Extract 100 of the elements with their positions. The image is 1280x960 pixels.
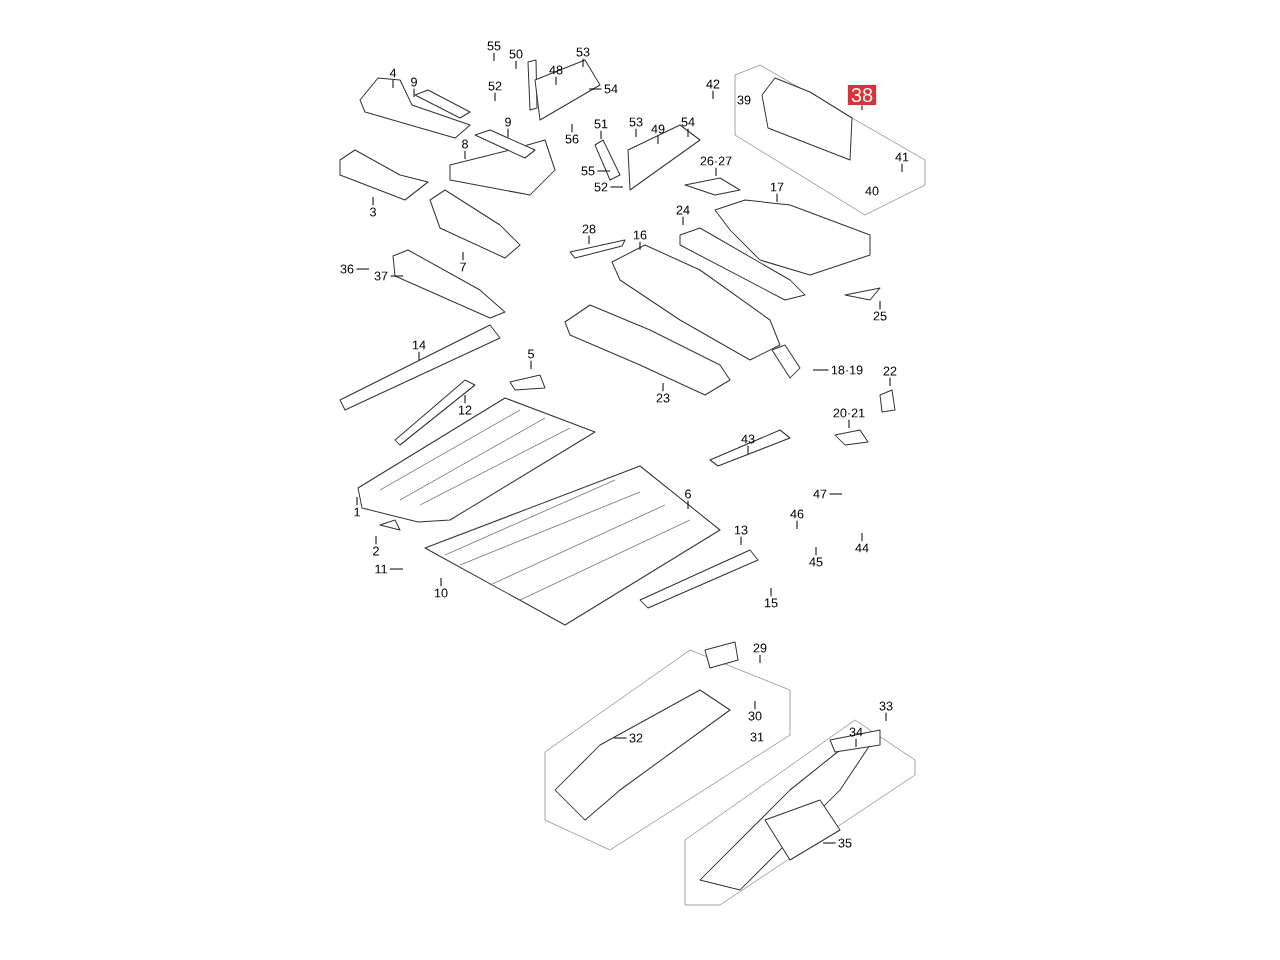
- callout-number: 6: [685, 489, 691, 499]
- callout-number: 25: [873, 311, 887, 321]
- leader-line: [372, 196, 374, 206]
- callout-number: 31: [750, 732, 764, 742]
- leader-line: [613, 737, 628, 739]
- callout-number: 37: [374, 271, 388, 281]
- callout-number: 41: [895, 152, 909, 162]
- callout-number: 49: [651, 124, 665, 134]
- callout-number: 46: [790, 509, 804, 519]
- leader-line: [828, 493, 843, 495]
- leader-line: [600, 130, 602, 140]
- callout-number: 33: [879, 701, 893, 711]
- leader-line: [822, 842, 837, 844]
- leader-line: [770, 587, 772, 597]
- leader-line: [682, 216, 684, 226]
- leader-line: [530, 360, 532, 370]
- leader-line: [889, 377, 891, 387]
- callout-number: 17: [770, 182, 784, 192]
- leader-line: [596, 170, 611, 172]
- leader-line: [392, 79, 394, 89]
- leader-line: [464, 394, 466, 404]
- callout-number: 52: [594, 182, 608, 192]
- highlighted-callout-number: 38: [847, 84, 877, 106]
- callout-number: 40: [865, 186, 879, 196]
- leader-line: [440, 577, 442, 587]
- callout-number: 10: [434, 588, 448, 598]
- callout-number: 12: [458, 405, 472, 415]
- callout-number: 9: [411, 77, 417, 87]
- callout-number: 16: [633, 230, 647, 240]
- callout-number: 47: [813, 489, 827, 499]
- callout-number: 56: [565, 134, 579, 144]
- leader-line: [855, 738, 857, 748]
- callout-number: 1: [354, 507, 360, 517]
- callout-number: 24: [676, 205, 690, 215]
- leader-line: [375, 535, 377, 545]
- callout-number: 54: [681, 117, 695, 127]
- leader-line: [462, 251, 464, 261]
- leader-line: [418, 351, 420, 361]
- callout-number: 13: [734, 525, 748, 535]
- callout-number: 53: [629, 117, 643, 127]
- leader-line: [515, 60, 517, 70]
- callout-number: 23: [656, 393, 670, 403]
- callout-number: 28: [582, 224, 596, 234]
- callout-number: 53: [576, 47, 590, 57]
- leader-line: [861, 105, 863, 111]
- callout-number: 54: [604, 84, 618, 94]
- callout-number: 29: [753, 643, 767, 653]
- leader-line: [389, 275, 404, 277]
- leader-line: [901, 163, 903, 173]
- leader-line: [759, 654, 761, 664]
- leader-line: [588, 235, 590, 245]
- leader-line: [776, 193, 778, 203]
- leader-line: [555, 76, 557, 86]
- leader-line: [715, 167, 717, 177]
- callout-number: 30: [748, 711, 762, 721]
- leader-line: [687, 128, 689, 138]
- callout-number: 22: [883, 366, 897, 376]
- leader-line: [815, 546, 817, 556]
- callout-number: 52: [488, 81, 502, 91]
- callout-number: 5: [528, 349, 534, 359]
- leader-line: [464, 150, 466, 160]
- callout-number: 11: [375, 564, 387, 574]
- leader-line: [687, 500, 689, 510]
- callout-number: 36: [340, 264, 354, 274]
- leader-line: [493, 52, 495, 62]
- callout-number: 44: [855, 543, 869, 553]
- callout-number: 45: [809, 557, 823, 567]
- callout-number: 34: [849, 727, 863, 737]
- leader-line: [740, 536, 742, 546]
- leader-line: [582, 58, 584, 68]
- callout-number: 32: [629, 733, 643, 743]
- callout-number: 7: [460, 262, 466, 272]
- callout-number: 18·19: [831, 365, 863, 375]
- leader-line: [413, 88, 415, 98]
- leader-line: [861, 532, 863, 542]
- callout-number: 3: [369, 207, 376, 217]
- leader-line: [657, 135, 659, 145]
- leader-line: [389, 568, 404, 570]
- callout-number: 35: [838, 838, 852, 848]
- callout-number: 14: [412, 340, 426, 350]
- callout-number: 48: [549, 65, 563, 75]
- callout-number: 43: [741, 434, 755, 444]
- callout-number: 15: [764, 598, 778, 608]
- callout-number: 51: [594, 119, 608, 129]
- callout-number: 2: [373, 546, 379, 556]
- callout-number: 39: [737, 95, 751, 105]
- leader-line: [355, 268, 370, 270]
- callout-number: 9: [505, 117, 511, 127]
- leader-line: [571, 123, 573, 133]
- leader-line: [747, 445, 749, 455]
- callout-number: 8: [462, 139, 468, 149]
- leader-line: [796, 520, 798, 530]
- leader-line: [635, 128, 637, 138]
- callout-number: 4: [389, 68, 397, 78]
- callout-number: 20·21: [833, 408, 865, 418]
- leader-line: [609, 186, 624, 188]
- leader-line: [662, 382, 664, 392]
- callout-number: 26·27: [700, 156, 732, 166]
- leader-line: [507, 128, 509, 138]
- leader-line: [812, 369, 829, 371]
